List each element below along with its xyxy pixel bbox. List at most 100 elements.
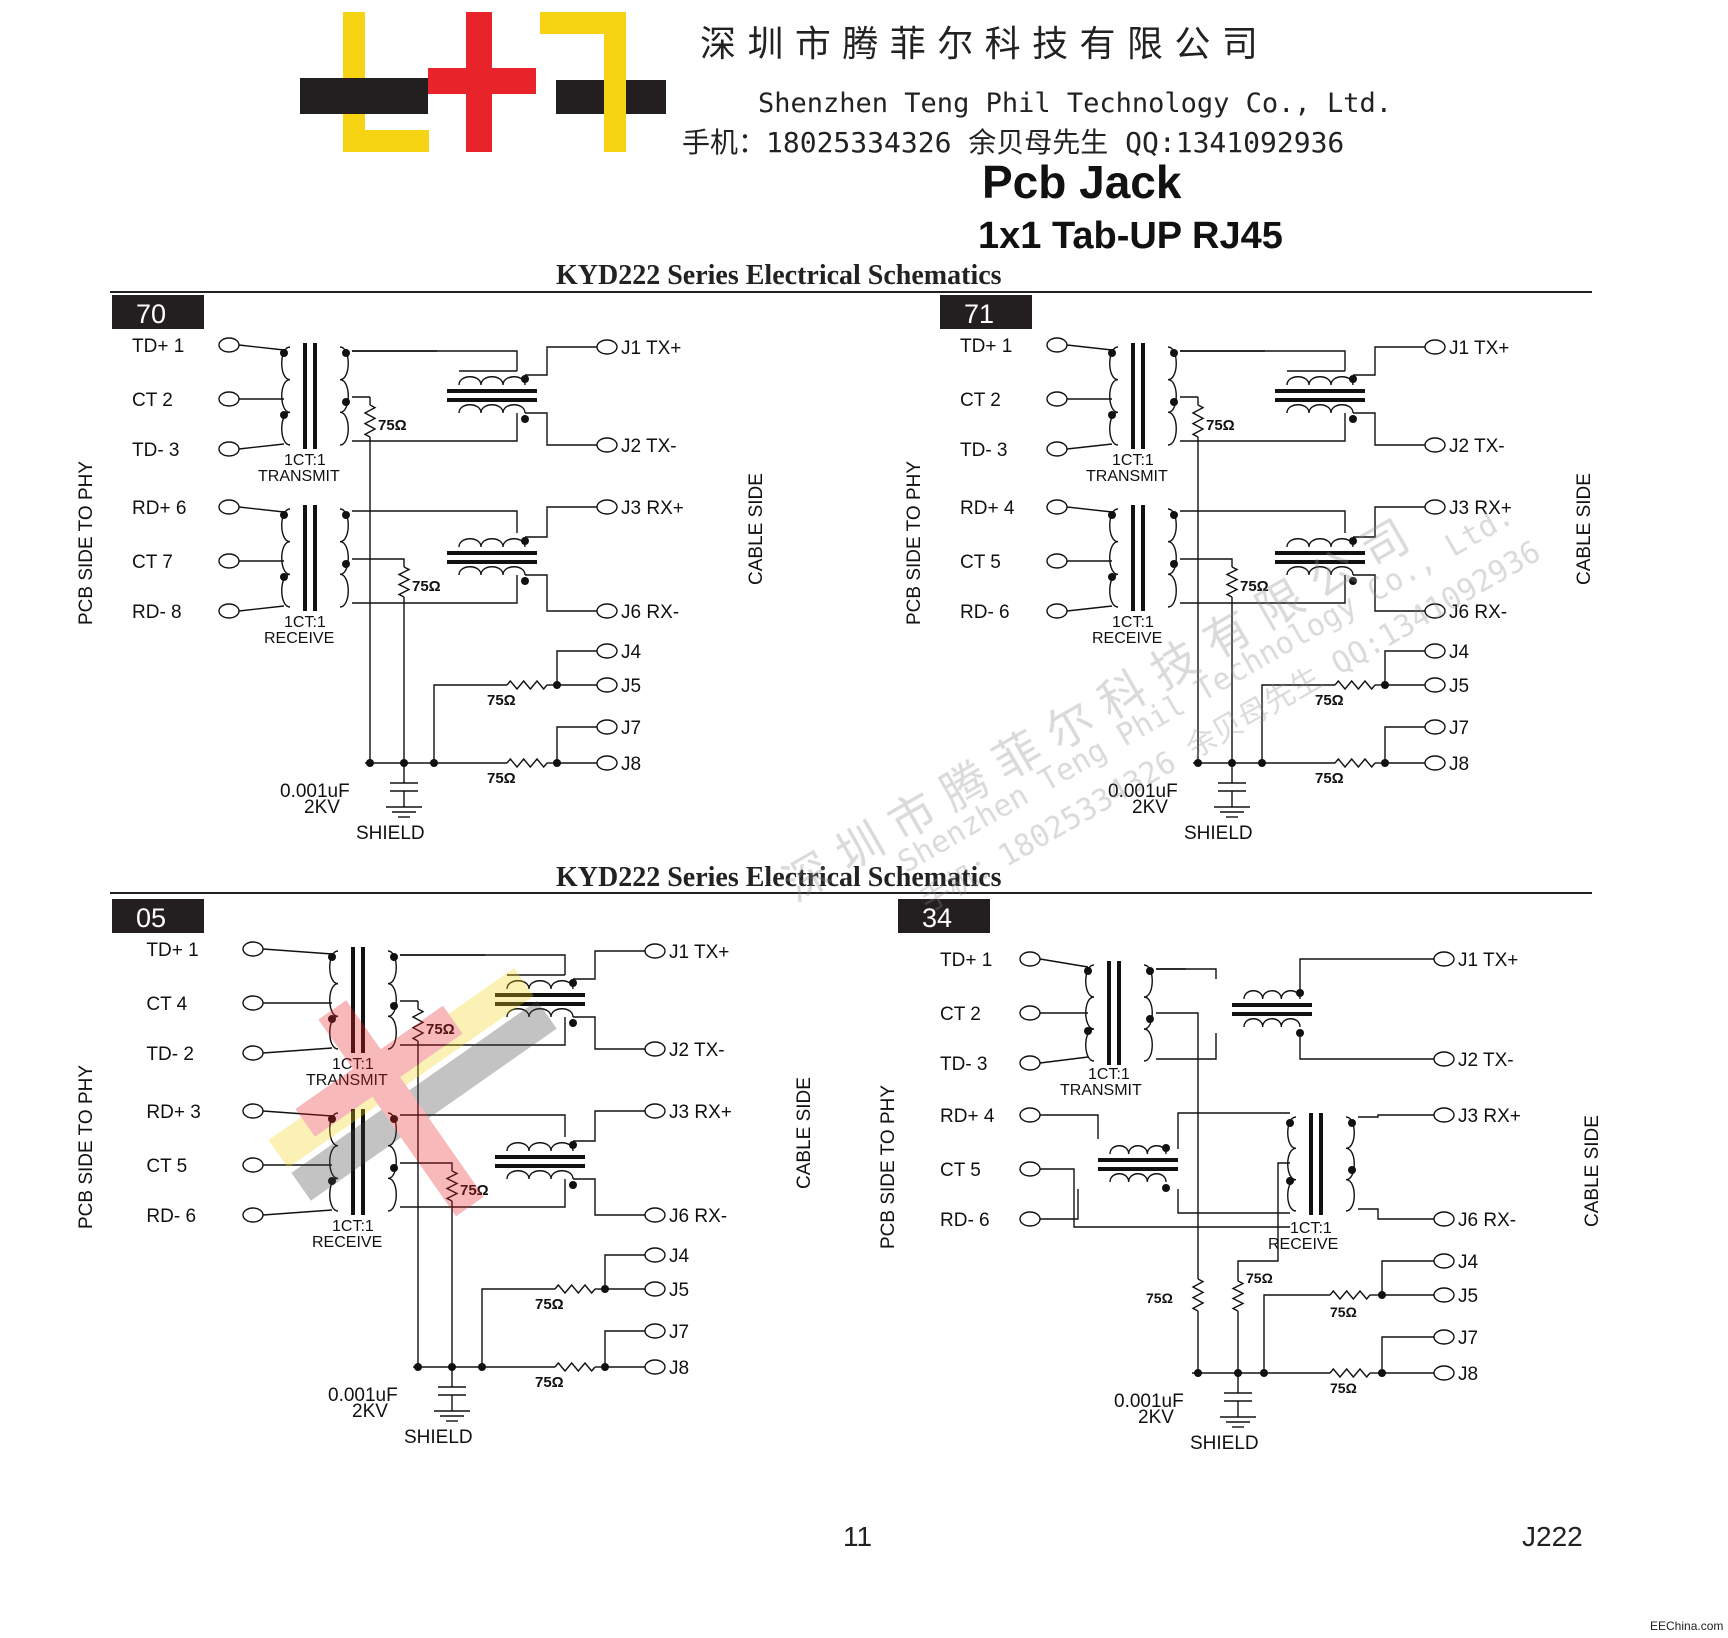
wire bbox=[556, 650, 597, 685]
right-pin-terminal bbox=[1433, 1051, 1455, 1067]
choke-core bbox=[1098, 1167, 1178, 1171]
polarity-dot bbox=[521, 577, 529, 585]
left-pin-terminal bbox=[218, 603, 240, 619]
transformer-ratio: 1CT:1 bbox=[1112, 452, 1154, 469]
right-pin-label: J6 RX- bbox=[621, 602, 679, 623]
left-pin-label: CT 7 bbox=[132, 552, 173, 573]
transmit-transformer bbox=[328, 947, 398, 1053]
right-pin-terminal bbox=[644, 1323, 666, 1339]
left-pin-terminal bbox=[218, 391, 240, 407]
right-pin-label: J5 bbox=[1458, 1286, 1478, 1307]
junction-dot bbox=[1194, 1369, 1202, 1377]
transmit-choke bbox=[447, 375, 537, 423]
wire bbox=[1066, 506, 1113, 513]
transmit-choke bbox=[495, 979, 585, 1027]
left-pin-terminal bbox=[242, 1157, 264, 1173]
wire bbox=[1353, 506, 1425, 538]
wire bbox=[400, 1017, 566, 1046]
wire bbox=[1384, 726, 1425, 763]
choke-winding-bottom bbox=[458, 566, 526, 576]
polarity-dot bbox=[342, 560, 350, 568]
receive-transformer bbox=[328, 1109, 398, 1215]
right-pin-label: J7 bbox=[621, 718, 641, 739]
right-pin-label: J2 TX- bbox=[1458, 1050, 1514, 1071]
resistor-value: 75Ω bbox=[487, 692, 516, 709]
junction-dot bbox=[1194, 759, 1202, 767]
polarity-dot bbox=[1348, 1119, 1356, 1127]
right-pin-terminal bbox=[1433, 951, 1455, 967]
polarity-dot bbox=[569, 979, 577, 987]
watermark-logo bbox=[268, 968, 557, 1217]
secondary-winding bbox=[387, 1112, 397, 1212]
receive-label: RECEIVE bbox=[1268, 1236, 1338, 1253]
wire bbox=[352, 350, 518, 371]
capacitor-value: 0.001uF bbox=[1114, 1391, 1184, 1412]
receive-choke bbox=[447, 537, 537, 585]
receive-label: RECEIVE bbox=[1092, 630, 1162, 647]
cable-side-label: CABLE SIDE bbox=[1582, 1115, 1603, 1227]
polarity-dot bbox=[1170, 511, 1178, 519]
junction-dot bbox=[430, 759, 438, 767]
primary-winding bbox=[281, 508, 291, 608]
wire bbox=[352, 510, 518, 533]
polarity-dot bbox=[1108, 411, 1116, 419]
wire bbox=[1156, 1033, 1217, 1060]
wire bbox=[1066, 443, 1113, 450]
right-pin-terminal bbox=[1433, 1365, 1455, 1381]
polarity-dot bbox=[521, 375, 529, 383]
transmit-transformer bbox=[1084, 961, 1154, 1065]
choke-winding-top bbox=[506, 980, 574, 990]
right-pin-terminal bbox=[596, 339, 618, 355]
polarity-dot bbox=[1349, 577, 1357, 585]
polarity-dot bbox=[328, 953, 336, 961]
wire bbox=[1358, 1114, 1434, 1118]
resistor-value: 75Ω bbox=[1330, 1380, 1357, 1396]
right-pin-terminal bbox=[1433, 1329, 1455, 1345]
wire bbox=[1066, 605, 1113, 612]
resistor-value: 75Ω bbox=[1146, 1290, 1173, 1306]
left-pin-label: RD- 8 bbox=[132, 602, 182, 623]
transformer-core bbox=[303, 343, 307, 449]
resistor-value: 75Ω bbox=[1246, 1270, 1273, 1286]
transformer-core bbox=[313, 343, 317, 449]
polarity-dot bbox=[1108, 511, 1116, 519]
pcb-side-label: PCB SIDE TO PHY bbox=[76, 1065, 97, 1229]
wire bbox=[370, 558, 405, 567]
resistor-75-ohm bbox=[554, 1361, 596, 1373]
wire bbox=[1384, 650, 1425, 685]
resistor-value: 75Ω bbox=[1206, 417, 1235, 434]
shield-label: SHIELD bbox=[356, 823, 425, 844]
transformer-ratio: 1CT:1 bbox=[284, 614, 326, 631]
section-title-top: KYD222 Series Electrical Schematics bbox=[556, 260, 1002, 291]
section-title-bottom: KYD222 Series Electrical Schematics bbox=[556, 862, 1002, 893]
capacitor-voltage: 2KV bbox=[352, 1401, 388, 1422]
transmit-choke bbox=[1275, 375, 1365, 423]
left-pin-terminal bbox=[242, 1207, 264, 1223]
choke-winding-top bbox=[506, 1142, 574, 1152]
resistor-75-ohm bbox=[1191, 404, 1205, 438]
left-pin-terminal bbox=[1046, 553, 1068, 569]
wire bbox=[400, 1114, 566, 1137]
wire bbox=[1156, 968, 1217, 979]
polarity-dot bbox=[569, 1019, 577, 1027]
left-pin-label: RD+ 4 bbox=[940, 1106, 995, 1127]
choke-winding-bottom bbox=[1286, 566, 1354, 576]
wire bbox=[1039, 1056, 1089, 1064]
resistor-75-ohm bbox=[1329, 1289, 1371, 1301]
transformer-ratio: 1CT:1 bbox=[1290, 1220, 1332, 1237]
polarity-dot bbox=[1170, 398, 1178, 406]
right-pin-label: J1 TX+ bbox=[1458, 950, 1518, 971]
right-pin-terminal bbox=[1424, 499, 1446, 515]
transformer-core bbox=[361, 947, 365, 1053]
receive-label: RECEIVE bbox=[264, 630, 334, 647]
left-pin-label: CT 5 bbox=[960, 552, 1001, 573]
wire bbox=[573, 1110, 645, 1142]
shield-label: SHIELD bbox=[1184, 823, 1253, 844]
wire bbox=[525, 412, 597, 446]
transformer-ratio: 1CT:1 bbox=[1088, 1066, 1130, 1083]
right-pin-terminal bbox=[1433, 1287, 1455, 1303]
receive-label: RECEIVE bbox=[312, 1234, 382, 1251]
resistor-75-ohm bbox=[397, 566, 411, 598]
resistor-75-ohm bbox=[506, 679, 548, 691]
choke-core bbox=[495, 1155, 585, 1159]
